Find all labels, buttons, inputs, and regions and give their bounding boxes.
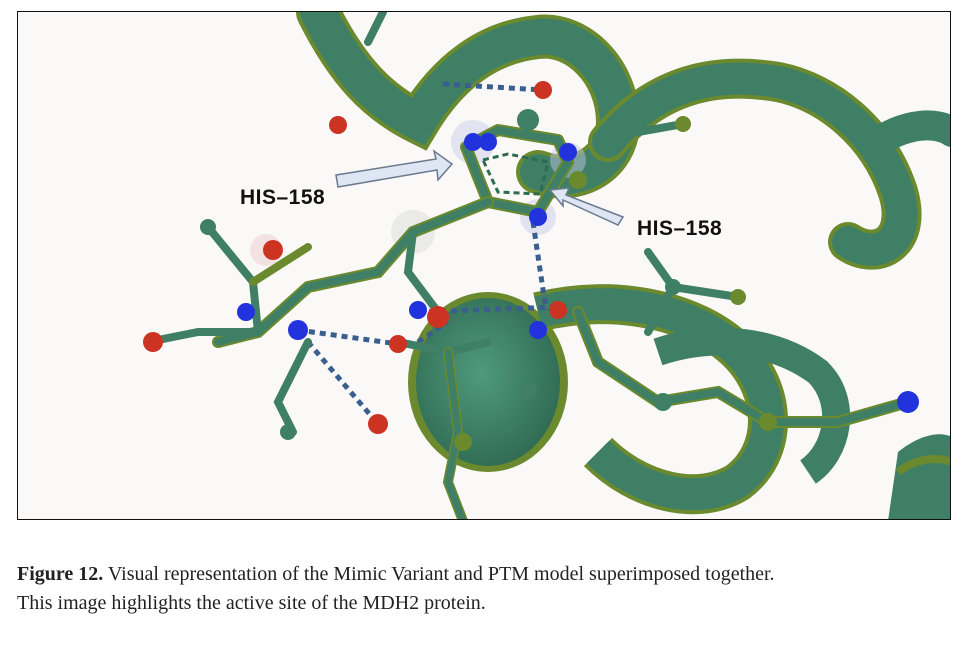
ribbon-helix-bottom bbox=[408, 284, 950, 519]
molecular-figure: HIS–158 HIS–158 bbox=[17, 11, 951, 520]
protein-structure-render: HIS–158 HIS–158 bbox=[143, 12, 950, 519]
ribbon-helix-top bbox=[296, 12, 950, 270]
arrow-left bbox=[335, 149, 454, 188]
his-158-label-right: HIS–158 bbox=[637, 217, 722, 240]
caption-text-line2: This image highlights the active site of… bbox=[17, 592, 486, 614]
his-158-residue bbox=[460, 109, 587, 226]
arrow-right bbox=[548, 187, 625, 226]
atoms bbox=[143, 81, 919, 451]
figure-number: Figure 12. bbox=[17, 563, 104, 585]
figure-caption: Figure 12. Visual representation of the … bbox=[17, 560, 957, 618]
side-chain-sticks bbox=[144, 12, 914, 519]
his-158-label-left: HIS–158 bbox=[240, 186, 325, 209]
caption-text-line1: Visual representation of the Mimic Varia… bbox=[103, 563, 775, 585]
